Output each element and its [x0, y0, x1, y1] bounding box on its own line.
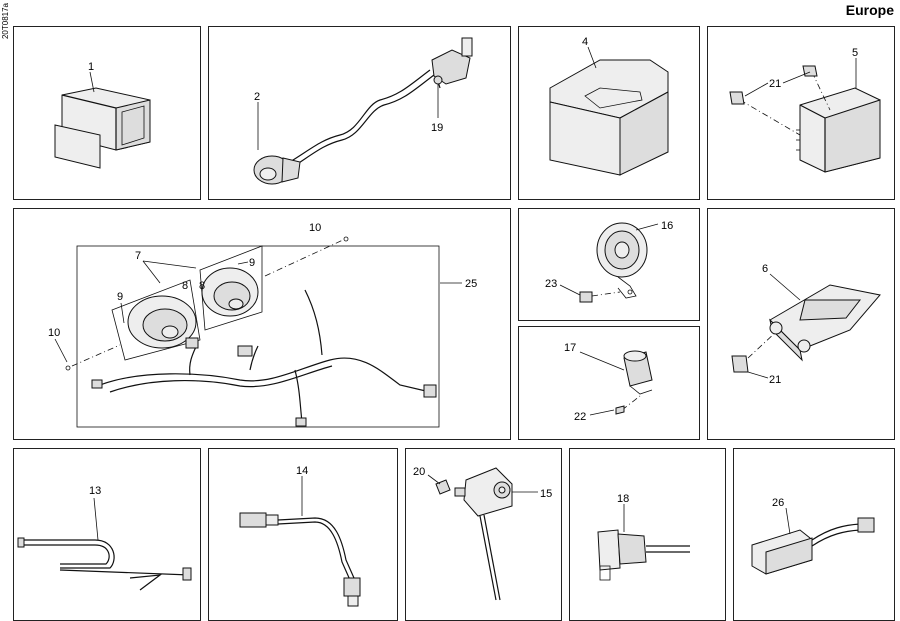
callout-8-right: 8 — [199, 280, 205, 292]
callout-10-left: 10 — [48, 327, 60, 339]
panel-wire-14 — [208, 448, 398, 621]
callout-18: 18 — [617, 493, 629, 505]
relay-part-1 — [54, 71, 151, 169]
region-title: Europe — [845, 2, 894, 18]
panel-wire-13 — [13, 448, 201, 621]
switch-part-15 — [427, 467, 538, 601]
callout-2: 2 — [254, 91, 260, 103]
module-part-26 — [751, 507, 875, 575]
callout-23: 23 — [545, 278, 557, 290]
callout-7: 7 — [135, 250, 141, 262]
callout-1: 1 — [88, 61, 94, 73]
callout-8-left: 8 — [182, 280, 188, 292]
wire-part-13 — [17, 497, 192, 591]
callout-10-top: 10 — [309, 222, 321, 234]
wire-part-14 — [239, 476, 361, 607]
callout-4: 4 — [582, 36, 588, 48]
headlamp-harness-part-25 — [65, 236, 462, 428]
callout-9-right: 9 — [249, 257, 255, 269]
spark-plug-cable-part-2 — [253, 37, 473, 185]
panel-socket-18 — [569, 448, 726, 621]
callout-13: 13 — [89, 485, 101, 497]
callout-26: 26 — [772, 497, 784, 509]
callout-21-top: 21 — [769, 78, 781, 90]
sensor-part-17 — [579, 350, 653, 416]
callout-19: 19 — [431, 122, 443, 134]
callout-25: 25 — [465, 278, 477, 290]
callout-16: 16 — [661, 220, 673, 232]
panel-module-26 — [733, 448, 895, 621]
battery-part-4 — [549, 46, 669, 176]
bracket-part-6 — [731, 273, 881, 379]
callout-15: 15 — [540, 488, 552, 500]
horn-part-16 — [559, 222, 659, 303]
module-part-5 — [729, 58, 881, 173]
callout-5: 5 — [852, 47, 858, 59]
callout-17: 17 — [564, 342, 576, 354]
callout-14: 14 — [296, 465, 308, 477]
panel-sensor — [518, 326, 700, 440]
callout-22: 22 — [574, 411, 586, 423]
callout-21-bottom: 21 — [769, 374, 781, 386]
callout-20: 20 — [413, 466, 425, 478]
callout-6: 6 — [762, 263, 768, 275]
socket-part-18 — [597, 504, 690, 581]
callout-9-left: 9 — [117, 291, 123, 303]
